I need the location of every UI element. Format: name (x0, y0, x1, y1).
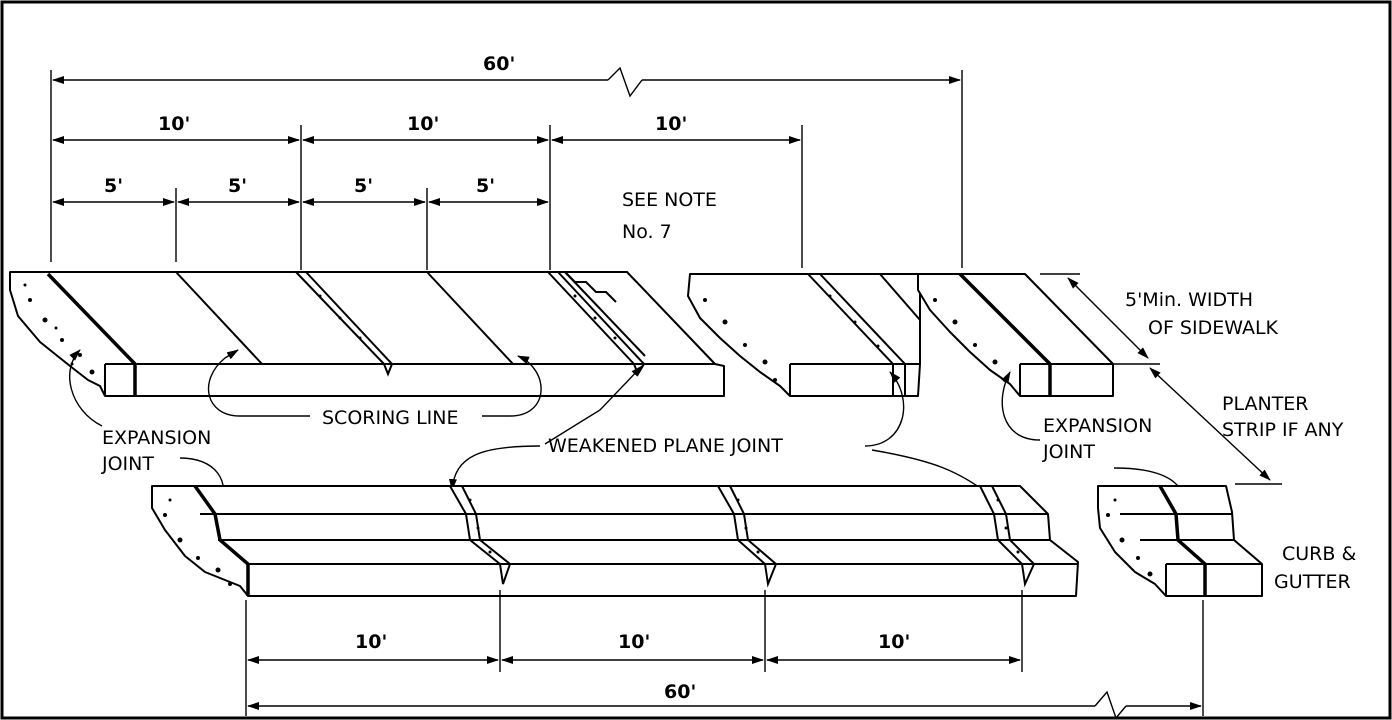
curb-gutter-label-2: GUTTER (1274, 571, 1351, 593)
sidewalk-slab-right (917, 272, 1114, 397)
expansion-joint-right-label-2: JOINT (1042, 441, 1095, 463)
sidewalk-width-label: 5'Min. WIDTH (1125, 289, 1253, 311)
expansion-joint-right-label: EXPANSION (1043, 415, 1152, 437)
bottom-panel-dimension-2: 10' (618, 631, 650, 653)
top-panel-dimension-2: 10' (407, 113, 439, 135)
planter-strip-label-2: STRIP IF ANY (1222, 419, 1344, 441)
bottom-dimension-lines (245, 590, 1204, 720)
top-half-dimension-1: 5' (104, 175, 123, 197)
sidewalk-slab-middle (687, 273, 921, 397)
top-panel-dimension-3: 10' (655, 113, 687, 135)
bottom-panel-dimension-3: 10' (878, 631, 910, 653)
top-half-dimension-2: 5' (228, 175, 247, 197)
curb-and-gutter-main (151, 484, 1079, 597)
top-half-dimension-3: 5' (354, 175, 373, 197)
curb-and-gutter-right (1097, 485, 1263, 597)
scoring-line-label: SCORING LINE (322, 407, 458, 429)
sidewalk-slab-main (9, 271, 725, 397)
bottom-panel-dimension-1: 10' (355, 631, 387, 653)
expansion-joint-left-label-2: JOINT (101, 453, 154, 475)
expansion-joint-left-label: EXPANSION (102, 427, 211, 449)
sidewalk-width-label-2: OF SIDEWALK (1148, 317, 1279, 339)
weakened-plane-joint-label: WEAKENED PLANE JOINT (548, 435, 783, 457)
top-panel-dimension-1: 10' (158, 113, 190, 135)
top-dimension-lines (50, 66, 963, 270)
curb-gutter-label: CURB & (1282, 543, 1356, 565)
top-half-dimension-4: 5' (476, 175, 495, 197)
bottom-overall-dimension: 60' (664, 681, 696, 703)
see-note-label: SEE NOTE (622, 189, 717, 211)
sidewalk-width-dimension (1040, 273, 1282, 485)
note-number-label: No. 7 (622, 221, 672, 243)
planter-strip-label: PLANTER (1222, 393, 1309, 415)
top-overall-dimension: 60' (483, 53, 515, 75)
